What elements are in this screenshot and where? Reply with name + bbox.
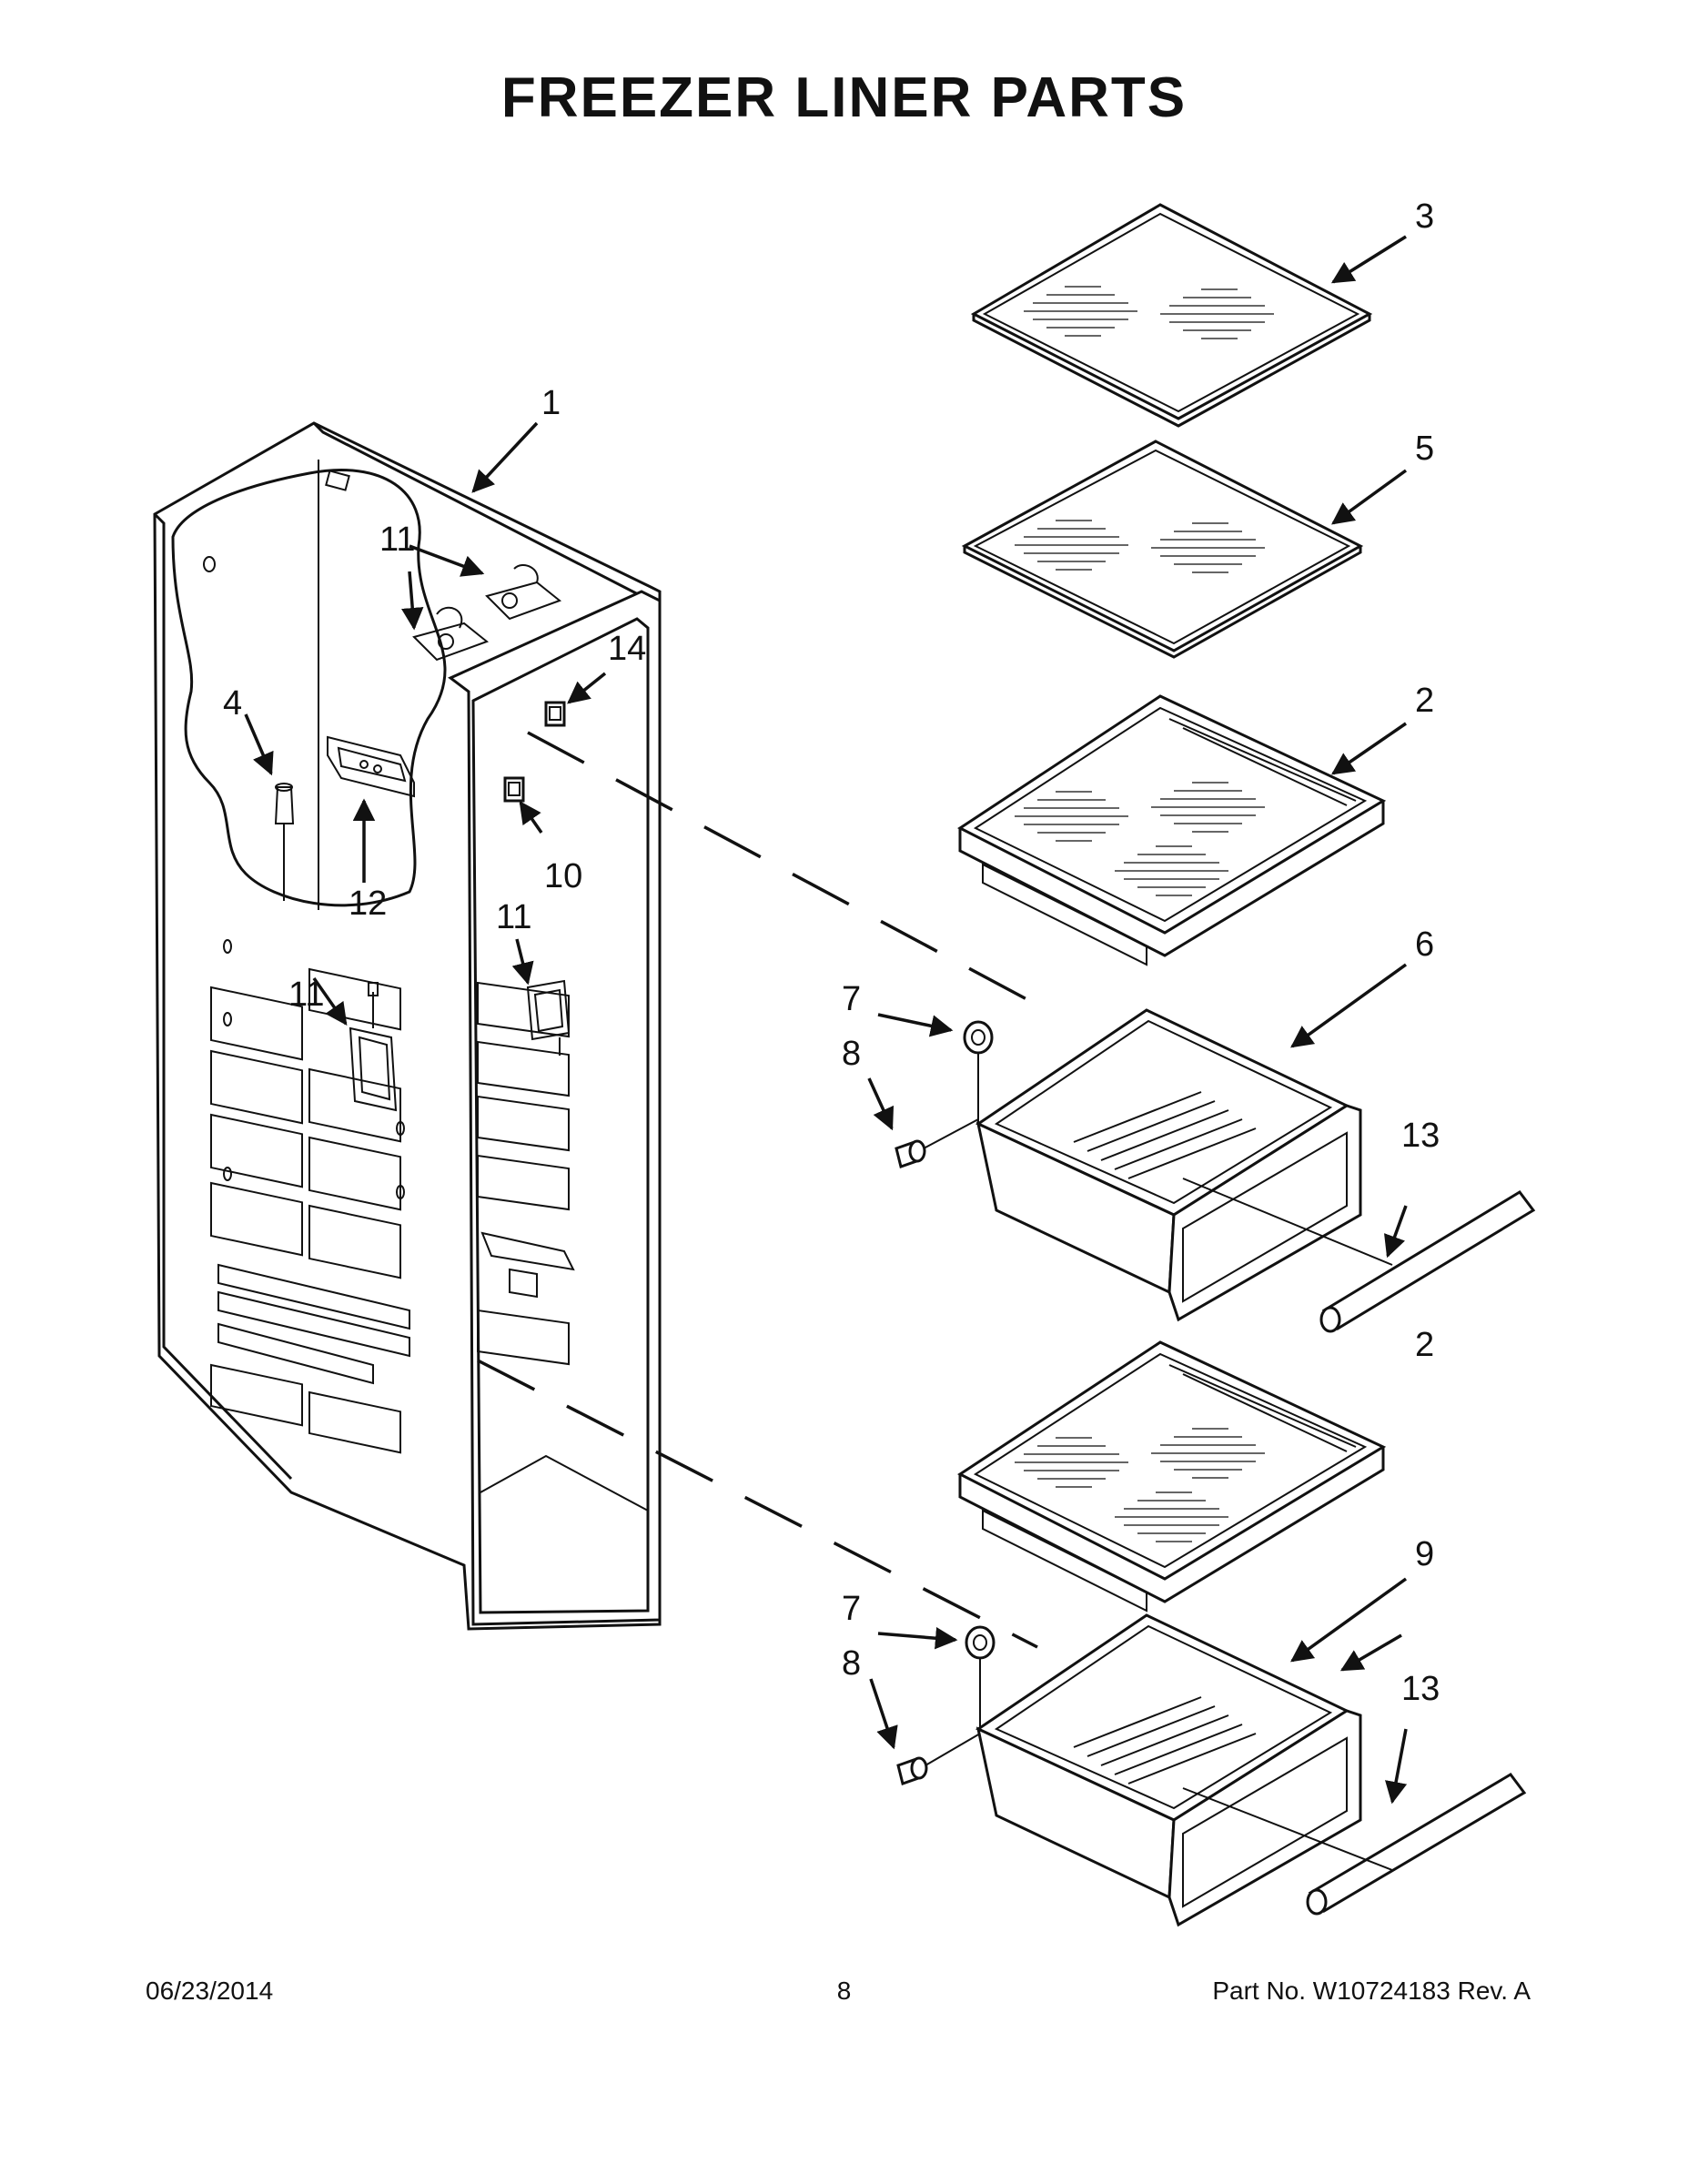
callout-8-upper: 8 — [842, 1035, 861, 1073]
callout-7-lower: 7 — [842, 1590, 861, 1628]
glass-shelf-5 — [961, 440, 1364, 659]
crisper-cover-2-upper — [957, 694, 1387, 966]
callout-1: 1 — [541, 384, 561, 422]
callout-3: 3 — [1415, 197, 1434, 236]
callout-11-top: 11 — [379, 521, 415, 559]
callout-13-upper: 13 — [1401, 1117, 1440, 1155]
heater-harness-mid — [349, 982, 398, 1112]
freezer-liner — [153, 421, 662, 1631]
callout-7-upper: 7 — [842, 980, 861, 1018]
light-housing-12 — [327, 735, 415, 798]
callout-11-right: 11 — [496, 898, 531, 936]
callout-5: 5 — [1415, 430, 1434, 468]
callout-13-lower: 13 — [1401, 1670, 1440, 1708]
heater-harness-right — [526, 979, 571, 1056]
sensor-part-4 — [274, 783, 295, 901]
screw-8-upper — [895, 1139, 926, 1168]
callout-9: 9 — [1415, 1535, 1434, 1573]
crisper-cover-2-lower — [957, 1340, 1387, 1613]
drawer-rod-13-upper — [1319, 1190, 1536, 1333]
footer-page-number: 8 — [836, 1977, 852, 2005]
footer-part-number: Part No. W10724183 Rev. A — [1212, 1977, 1531, 2005]
callout-2-upper: 2 — [1415, 682, 1434, 720]
callout-14: 14 — [608, 630, 646, 668]
screw-8-lower — [896, 1756, 928, 1785]
glass-shelf-3 — [970, 203, 1373, 428]
callout-8-lower: 8 — [842, 1644, 861, 1683]
clip-part-14 — [544, 701, 566, 727]
clip-part-10 — [503, 776, 525, 803]
heater-harness-top — [412, 564, 562, 662]
callout-12: 12 — [349, 885, 387, 923]
callout-11-mid: 11 — [288, 976, 324, 1014]
footer-date: 06/23/2014 — [146, 1977, 274, 2005]
callout-4: 4 — [223, 684, 242, 723]
callout-labels: 1 3 5 2 6 13 2 9 13 7 8 7 8 11 14 4 10 1… — [223, 197, 1440, 1708]
callout-2-lower: 2 — [1415, 1326, 1434, 1364]
callout-10: 10 — [544, 857, 582, 895]
callout-6: 6 — [1415, 925, 1434, 964]
crisper-drawer-9 — [975, 1613, 1362, 1927]
crisper-drawer-6 — [975, 1008, 1362, 1322]
roller-7-lower — [965, 1625, 996, 1660]
page-title: FREEZER LINER PARTS — [500, 66, 1188, 129]
leader-arrows — [244, 235, 1408, 1805]
drawer-rod-13-lower — [1306, 1773, 1527, 1916]
roller-7-upper — [963, 1020, 994, 1055]
